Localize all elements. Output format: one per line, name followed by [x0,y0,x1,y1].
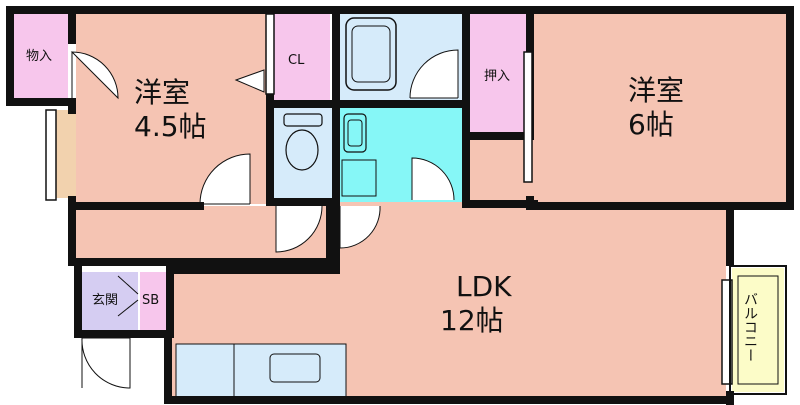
closet-right [470,12,528,134]
closet-marker [234,69,265,93]
door-entrance [81,337,131,389]
toilet-bowl [285,129,319,171]
shoe-box-label: SB [142,293,159,308]
window-top-cl [265,13,275,95]
closet-right-label: 押入 [484,69,510,84]
entrance-label: 玄関 [92,293,118,308]
storage-left [12,12,68,100]
door-toilet [275,205,323,253]
room-name-ldk: LDK [456,270,512,303]
balcony-label: バルコニー [742,292,758,362]
bathtub [345,17,397,91]
door-storage [70,51,119,100]
room-size-ldk: 12帖 [440,304,504,337]
door-room-left [199,153,251,205]
washbasin [343,113,367,153]
window-wood [56,110,76,198]
window-right [523,51,533,183]
shoe-box-area [140,272,168,330]
balcony-area [732,268,784,392]
door-sb [117,275,139,317]
door-hall [339,205,381,249]
room-size-right: 6帖 [628,108,674,141]
window-left [45,109,57,201]
entrance-area [82,272,138,330]
washing-machine-space [341,159,377,197]
window-balcony [721,279,733,385]
room-name-right: 洋室 [628,74,684,107]
door-bath [409,49,459,99]
closet-cl [272,12,330,100]
room-size-left: 4.5帖 [134,110,207,143]
sink [269,353,321,383]
storage-left-label: 物入 [26,49,52,64]
room-name-left: 洋室 [134,76,190,109]
western-room-6 [532,12,790,204]
closet-label: CL [288,53,305,68]
door-wash [411,157,455,201]
toilet-tank [283,113,323,127]
balcony-outline [729,265,787,395]
